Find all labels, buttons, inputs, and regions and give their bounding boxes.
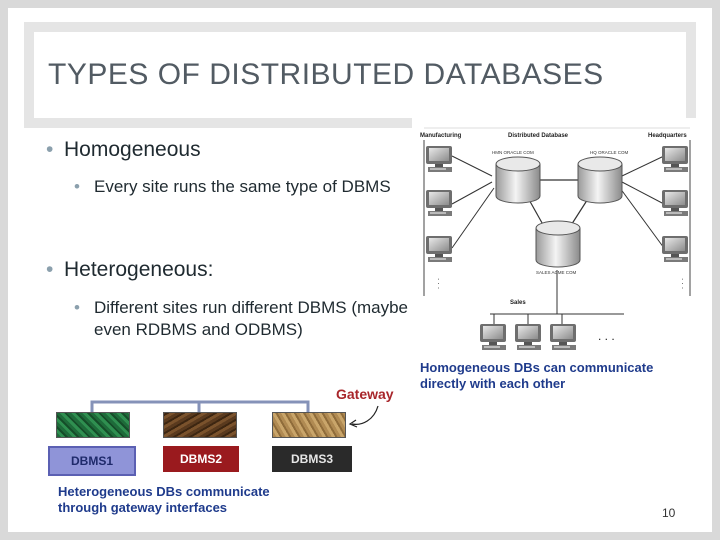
bullet-text: Homogeneous — [64, 138, 201, 161]
title-band: TYPES OF DISTRIBUTED DATABASES — [24, 22, 696, 128]
bullet-text: Different sites run different DBMS (mayb… — [94, 298, 409, 339]
bullet-homogeneous: • Homogeneous — [46, 138, 201, 162]
computer-icon — [515, 324, 541, 350]
computer-icon — [662, 190, 688, 216]
label-ellipsis: . . . — [598, 329, 615, 343]
gateway-lines — [90, 400, 379, 428]
label-distributed-database: Distributed Database — [508, 133, 569, 139]
slide-title: TYPES OF DISTRIBUTED DATABASES — [48, 58, 604, 91]
bullet-heterogeneous: • Heterogeneous: — [46, 258, 213, 282]
homogeneous-caption: Homogeneous DBs can communicate directly… — [420, 360, 654, 391]
homogeneous-diagram-svg: Manufacturing Distributed Database Headq… — [420, 127, 691, 350]
dbms1-box: DBMS1 — [48, 446, 136, 476]
texture-swatch — [272, 412, 346, 438]
database-icon — [535, 220, 581, 268]
page-number: 10 — [662, 506, 676, 520]
bullet-dot: • — [74, 177, 80, 196]
bullet-heterogeneous-sub: • Different sites run different DBMS (ma… — [74, 297, 434, 341]
bullet-dot: • — [46, 138, 54, 161]
label-db-center: SALES ACME COM — [536, 270, 577, 275]
label-manufacturing: Manufacturing — [420, 133, 462, 139]
computer-icon — [426, 146, 452, 172]
label-sales: Sales — [510, 300, 526, 306]
computer-icon — [662, 146, 688, 172]
texture-swatch — [56, 412, 130, 438]
gateway-label: Gateway — [336, 386, 394, 402]
homogeneous-diagram: Manufacturing Distributed Database Headq… — [412, 118, 702, 362]
svg-text:. . .: . . . — [680, 278, 689, 289]
svg-text:. . .: . . . — [436, 278, 445, 289]
label-db-left: HMN ORACLE COM — [492, 150, 534, 155]
label-db-right: HQ ORACLE COM — [590, 150, 629, 155]
heterogeneous-caption: Heterogeneous DBs communicate through ga… — [58, 484, 270, 515]
title-box: TYPES OF DISTRIBUTED DATABASES — [34, 32, 686, 118]
computer-icon — [426, 190, 452, 216]
bullet-text: Every site runs the same type of DBMS — [94, 177, 391, 196]
computer-icon — [426, 236, 452, 262]
label-headquarters: Headquarters — [648, 133, 687, 139]
bullet-dot: • — [74, 298, 80, 317]
bullet-homogeneous-sub: • Every site runs the same type of DBMS — [74, 176, 394, 198]
dbms3-box: DBMS3 — [272, 446, 352, 472]
texture-swatch — [163, 412, 237, 438]
computer-icon — [550, 324, 576, 350]
computer-icon — [662, 236, 688, 262]
database-icon — [495, 156, 541, 204]
bullet-dot: • — [46, 258, 54, 281]
database-icon — [577, 156, 623, 204]
dbms2-box: DBMS2 — [163, 446, 239, 472]
computer-icon — [480, 324, 506, 350]
bullet-text: Heterogeneous: — [64, 258, 214, 281]
heterogeneous-diagram: Gateway DBMS1 DBMS2 DBMS3 — [40, 360, 420, 480]
